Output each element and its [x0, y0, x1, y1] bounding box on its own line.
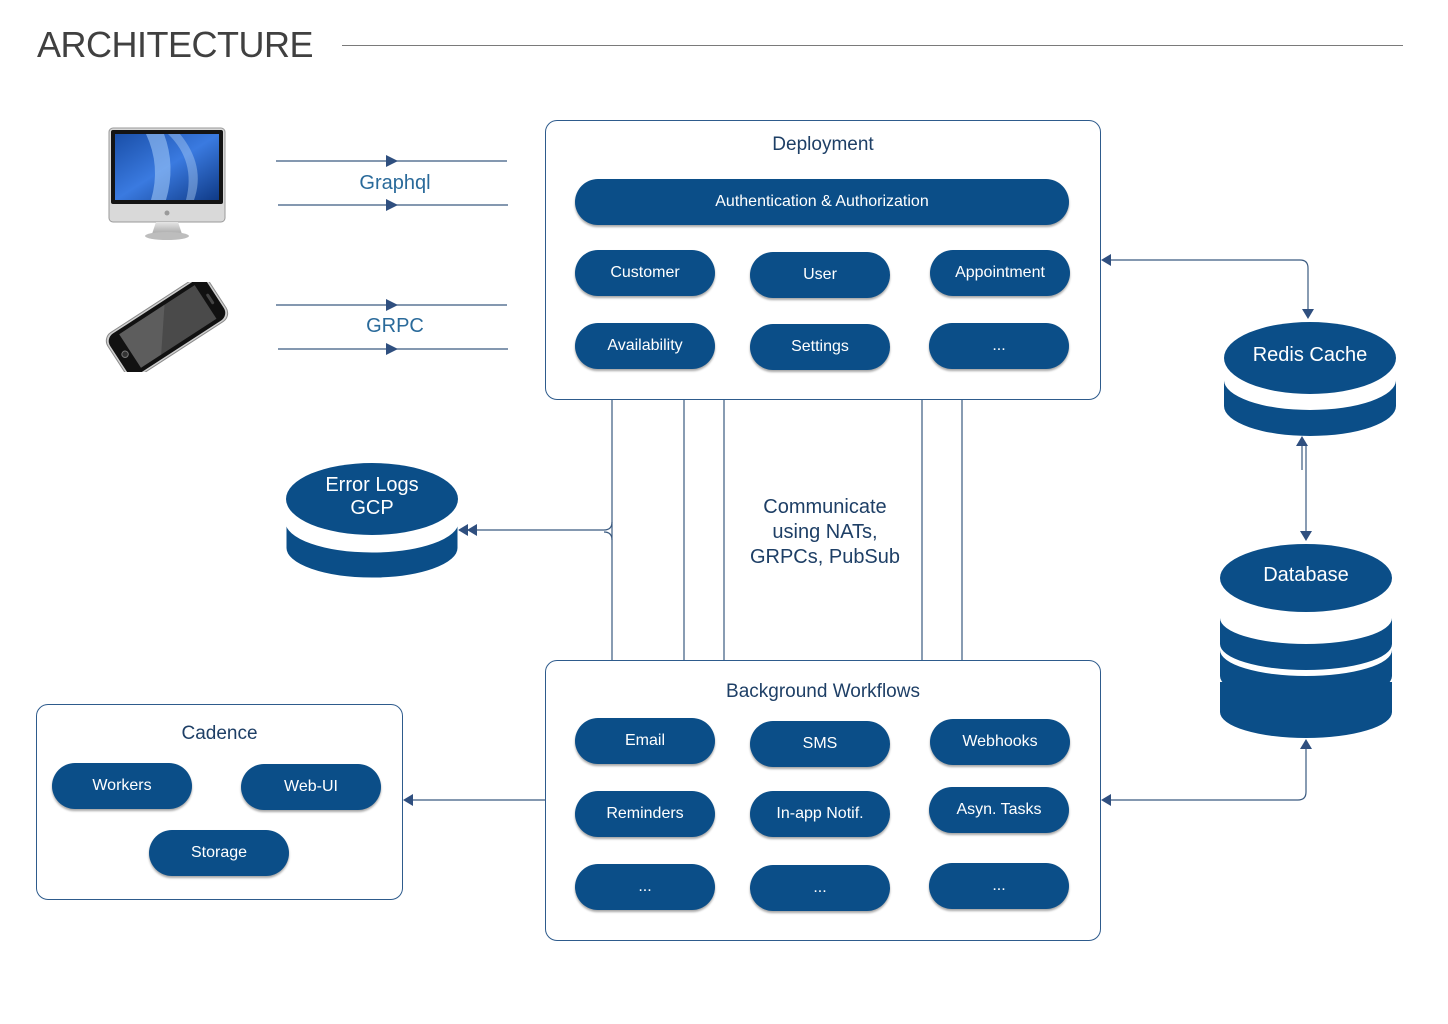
communication-line-2: using NATs, — [772, 521, 878, 543]
service-user: User — [750, 252, 890, 298]
workflow-email: Email — [575, 718, 715, 764]
grpc-label: GRPC — [366, 315, 424, 337]
grpc-connector — [276, 299, 508, 355]
database-background-connector — [1101, 739, 1312, 806]
workflow-reminders: Reminders — [575, 791, 715, 837]
communication-line-3: GRPCs, PubSub — [749, 546, 901, 568]
cadence-workers: Workers — [52, 763, 192, 809]
service-appointment: Appointment — [930, 250, 1070, 296]
smartphone-icon — [105, 282, 229, 372]
workflow-more-1: ... — [575, 864, 715, 910]
redis-cache-label: Redis Cache — [1252, 344, 1368, 366]
workflow-more-2: ... — [750, 865, 890, 911]
title-divider — [342, 45, 1403, 46]
workflow-inapp-notif: In-app Notif. — [750, 791, 890, 837]
error-logs-label: Error Logs GCP — [294, 474, 450, 520]
error-logs-cylinder-icon — [285, 463, 459, 579]
background-workflows-title: Background Workflows — [726, 681, 920, 702]
cadence-box: Cadence — [36, 704, 403, 900]
workflow-more-3: ... — [929, 863, 1069, 909]
error-logs-line-1: Error Logs — [325, 474, 419, 496]
service-settings: Settings — [750, 324, 890, 370]
background-workflows-box: Background Workflows — [545, 660, 1101, 941]
cadence-storage: Storage — [149, 830, 289, 876]
auth-service: Authentication & Authorization — [575, 179, 1069, 225]
error-logs-line-2: GCP — [350, 497, 394, 519]
desktop-monitor-icon — [108, 127, 226, 240]
error-logs-connector — [458, 521, 613, 541]
cadence-web-ui: Web-UI — [241, 764, 381, 810]
database-cylinder-icon — [1220, 544, 1392, 738]
deployment-title: Deployment — [772, 134, 874, 155]
deployment-redis-connector — [1101, 254, 1314, 319]
page-title: ARCHITECTURE — [37, 24, 314, 65]
cadence-title: Cadence — [181, 723, 258, 744]
service-customer: Customer — [575, 250, 715, 296]
communication-label: Communicate using NATs, GRPCs, PubSub — [735, 495, 915, 570]
redis-cache-cylinder-icon — [1224, 322, 1396, 436]
database-label: Database — [1263, 564, 1349, 586]
service-availability: Availability — [575, 323, 715, 369]
communication-lines — [611, 400, 963, 661]
workflow-async-tasks: Asyn. Tasks — [929, 787, 1069, 833]
workflow-sms: SMS — [750, 721, 890, 767]
deployment-box: Deployment — [545, 120, 1101, 400]
workflow-webhooks: Webhooks — [930, 719, 1070, 765]
service-more: ... — [929, 323, 1069, 369]
background-cadence-connector — [403, 794, 546, 806]
redis-database-connector — [1296, 436, 1312, 541]
graphql-connector — [276, 155, 508, 211]
communication-line-1: Communicate — [763, 496, 887, 518]
graphql-label: Graphql — [359, 172, 431, 194]
